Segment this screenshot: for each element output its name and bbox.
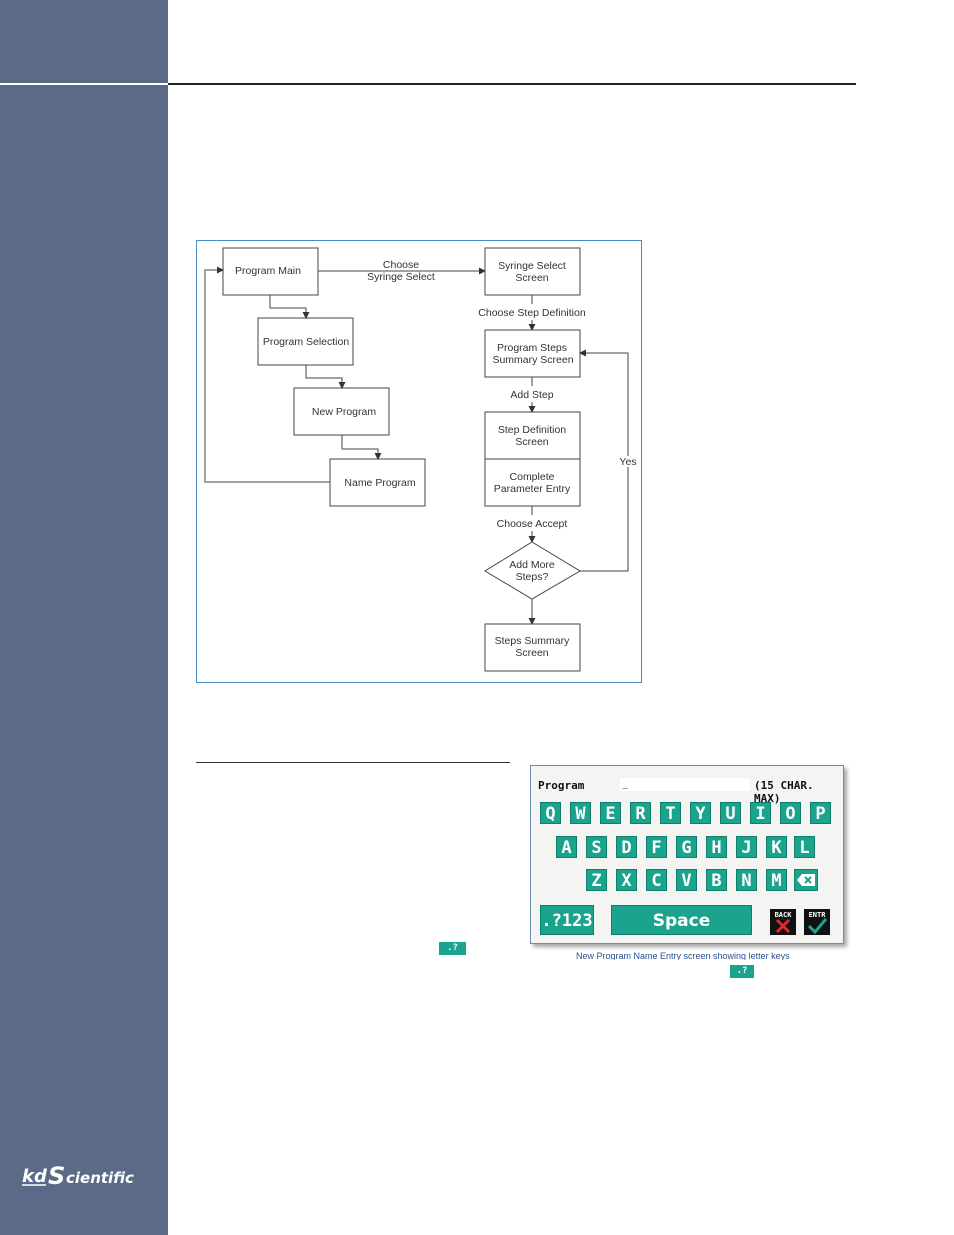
back-key[interactable]: BACK [770,909,796,935]
node-final-label-2: Screen [515,647,548,659]
key-e[interactable]: E [600,802,621,824]
edge-name-to-main [204,266,330,483]
node-decision-label-1: Add More [509,559,555,571]
key-g[interactable]: G [676,836,697,858]
red-x-icon [775,918,791,934]
svg-text:cientific: cientific [66,1169,134,1187]
key-f[interactable]: F [646,836,667,858]
node-program-selection [257,317,354,366]
node-name-program [329,458,426,507]
label-choose-step-definition: Choose Step Definition [478,307,586,319]
key-y[interactable]: Y [690,802,711,824]
node-steps-summary-screen [484,623,581,672]
section-rule [196,762,510,763]
program-flowchart: Program Main Program Selection New Progr… [196,240,642,683]
key-j[interactable]: J [736,836,757,858]
node-step-def-label-2: Screen [515,436,548,448]
inline-symbols-key-2: .?123 [730,965,754,989]
node-syringe-select-label-2: Screen [515,272,548,284]
backspace-key[interactable] [794,869,818,891]
label-yes: Yes [619,456,636,468]
node-program-selection-label: Program Selection [263,336,350,348]
label-syringe-select: Syringe Select [367,271,435,283]
key-u[interactable]: U [720,802,741,824]
node-summary-label-2: Summary Screen [492,354,573,366]
header-rule [168,83,856,85]
sidebar-band: kd S cientific [0,0,168,1235]
node-summary-label-1: Program Steps [497,342,567,354]
key-x[interactable]: X [616,869,637,891]
key-i[interactable]: I [750,802,771,824]
key-h[interactable]: H [706,836,727,858]
key-t[interactable]: T [660,802,681,824]
node-program-main-label: Program Main [235,265,301,277]
key-m[interactable]: M [766,869,787,891]
name-entry-keyboard-screen: Program _ (15 CHAR. MAX) Q W E R T Y U I… [530,765,844,944]
svg-text:S: S [48,1162,65,1190]
key-b[interactable]: B [706,869,727,891]
flowchart-frame [196,240,642,683]
backspace-icon [797,874,815,886]
key-p[interactable]: P [810,802,831,824]
enter-key[interactable]: ENTR [804,909,830,935]
label-choose: Choose [383,259,419,271]
label-choose-accept: Choose Accept [497,518,568,530]
label-add-step: Add Step [510,389,553,401]
node-name-program-label: Name Program [344,477,415,489]
key-n[interactable]: N [736,869,757,891]
node-complete-label-1: Complete [510,471,555,483]
key-q[interactable]: Q [540,802,561,824]
edge-yes-loop [579,349,629,572]
key-l[interactable]: L [794,836,815,858]
space-key[interactable]: Space [611,905,752,935]
key-o[interactable]: O [780,802,801,824]
program-label: Program [538,779,585,792]
inline-symbols-key-1: .?123 [439,942,466,966]
sidebar-rule [0,83,168,85]
node-step-def-label-1: Step Definition [498,424,566,436]
node-final-label-1: Steps Summary [495,635,570,647]
figure-caption: New Program Name Entry screen showing le… [576,951,790,960]
edge-main-to-selection [269,295,310,319]
key-c[interactable]: C [646,869,667,891]
enter-key-label: ENTR [808,911,826,919]
node-syringe-select-screen [484,247,581,296]
key-s[interactable]: S [586,836,607,858]
key-z[interactable]: Z [586,869,607,891]
key-k[interactable]: K [766,836,787,858]
program-name-input[interactable]: _ [620,778,750,791]
node-syringe-select-label-1: Syringe Select [498,260,566,272]
check-icon [807,918,828,935]
symbols-key[interactable]: .?123 [540,905,594,935]
svg-text:kd: kd [22,1166,48,1187]
node-new-program-label: New Program [312,406,376,418]
key-a[interactable]: A [556,836,577,858]
max-chars-label: (15 CHAR. MAX) [754,779,814,805]
edge-selection-to-new [305,365,346,389]
key-w[interactable]: W [570,802,591,824]
node-complete-label-2: Parameter Entry [494,483,571,495]
key-r[interactable]: R [630,802,651,824]
back-key-label: BACK [774,911,792,919]
node-decision-label-2: Steps? [516,571,549,583]
edge-new-to-name [341,435,382,460]
key-d[interactable]: D [616,836,637,858]
node-new-program [293,387,390,436]
key-v[interactable]: V [676,869,697,891]
kd-scientific-logo: kd S cientific [22,1162,134,1190]
